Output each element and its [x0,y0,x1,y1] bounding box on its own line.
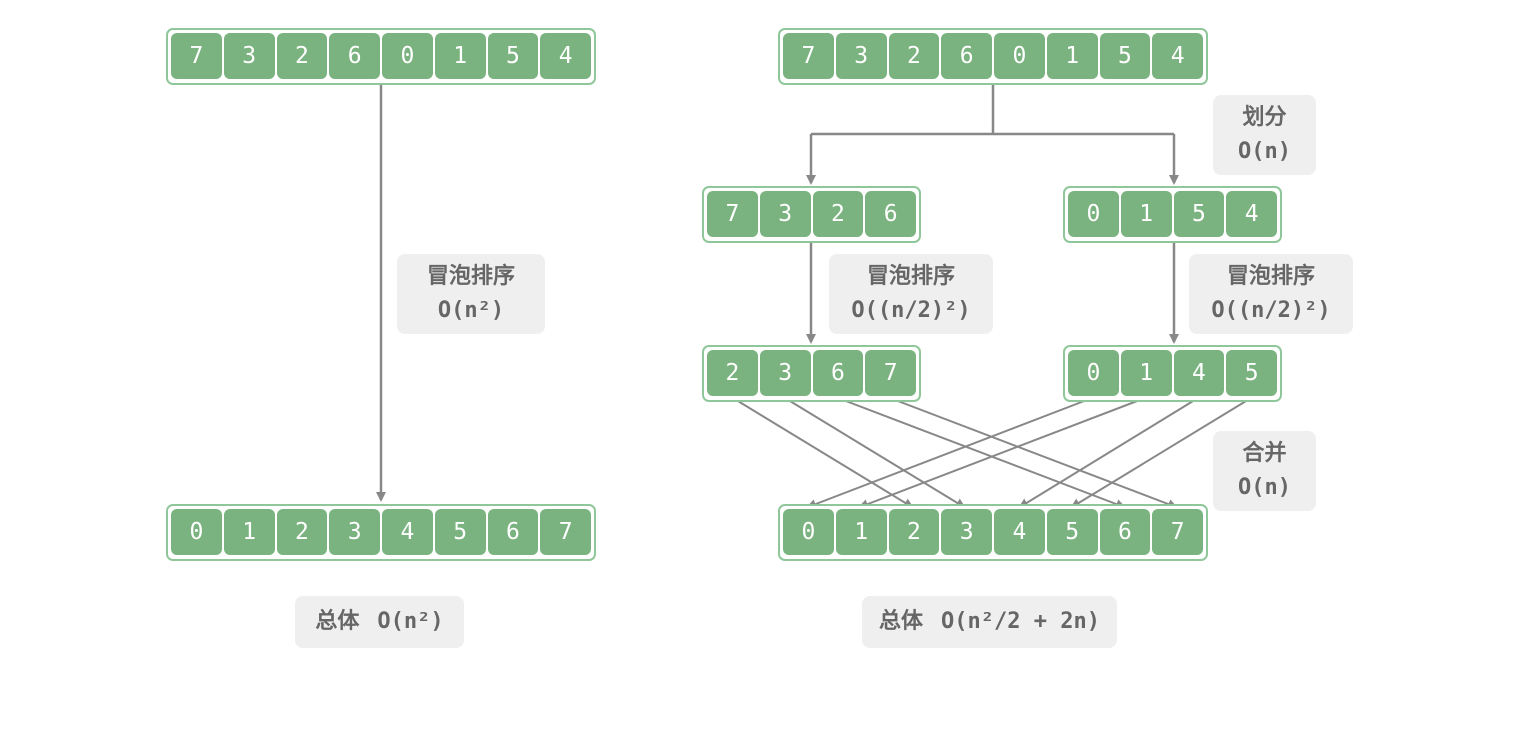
array-cell: 3 [759,350,811,396]
left-bubble-sort-complexity: O(n²) [437,298,505,323]
array-cell: 5 [487,33,539,79]
merge-label: 合并 O(n) [1213,431,1316,511]
right-total-complexity: O(n²/2 + 2n) [941,609,1100,634]
array-cell: 1 [223,509,275,555]
array-cell: 3 [223,33,275,79]
merge-lines [732,397,1252,509]
array-cell: 7 [171,33,222,79]
array-cell: 2 [888,509,940,555]
array-cell: 5 [1226,350,1277,396]
array-cell: 1 [835,509,887,555]
divide-label: 划分 O(n) [1213,95,1316,175]
array-cell: 6 [812,350,864,396]
right-bubble-sort-label-right: 冒泡排序 O((n/2)²) [1189,254,1353,334]
array-cell: 4 [540,33,591,79]
left-total-label: 总体 O(n²) [295,596,464,648]
array-cell: 3 [759,191,811,237]
array-cell: 4 [1226,191,1277,237]
bubble-sort-title-right: 冒泡排序 [1226,264,1315,289]
array-cell: 3 [329,509,380,555]
array-cell: 0 [1068,350,1119,396]
array-cell: 5 [1099,33,1151,79]
array-cell: 0 [994,33,1045,79]
array-cell: 0 [1068,191,1119,237]
array-cell: 4 [1152,33,1203,79]
right-bubble-sort-label-left: 冒泡排序 O((n/2)²) [829,254,993,334]
merge-title: 合并 [1242,441,1287,466]
array-cell: 1 [434,33,486,79]
array-cell: 4 [994,509,1045,555]
bubble-sort-title-left: 冒泡排序 [866,264,955,289]
merge-complexity: O(n) [1238,475,1291,500]
array-cell: 2 [888,33,940,79]
divide-connector [811,84,1174,136]
left-bubble-sort-title: 冒泡排序 [426,264,515,289]
array-cell: 0 [382,33,433,79]
left-bubble-sort-label: 冒泡排序 O(n²) [397,254,545,334]
array-cell: 7 [865,350,916,396]
right-total-label: 总体 O(n²/2 + 2n) [862,596,1117,648]
array-cell: 7 [783,33,834,79]
array-cell: 6 [1099,509,1151,555]
array-cell: 1 [1046,33,1098,79]
array-cell: 3 [941,509,992,555]
array-cell: 0 [783,509,834,555]
divide-title: 划分 [1242,105,1287,130]
array-cell: 5 [1046,509,1098,555]
left-total-title: 总体 [315,609,360,634]
bubble-sort-complexity-left: O((n/2)²) [851,298,971,323]
right-total-title: 总体 [879,609,924,634]
array-cell: 0 [171,509,222,555]
array-cell: 7 [540,509,591,555]
left-total-complexity: O(n²) [377,609,444,634]
array-cell: 3 [835,33,887,79]
array-cell: 5 [434,509,486,555]
array-cell: 2 [707,350,758,396]
array-cell: 2 [276,509,328,555]
array-cell: 4 [1173,350,1225,396]
array-cell: 2 [276,33,328,79]
array-cell: 1 [1120,350,1172,396]
array-cell: 7 [707,191,758,237]
array-cell: 7 [1152,509,1203,555]
bubble-sort-complexity-right: O((n/2)²) [1211,298,1331,323]
array-cell: 6 [865,191,916,237]
array-cell: 4 [382,509,433,555]
array-cell: 6 [487,509,539,555]
array-cell: 6 [329,33,380,79]
array-cell: 6 [941,33,992,79]
array-cell: 1 [1120,191,1172,237]
array-cell: 2 [812,191,864,237]
divide-complexity: O(n) [1238,139,1291,164]
array-cell: 5 [1173,191,1225,237]
